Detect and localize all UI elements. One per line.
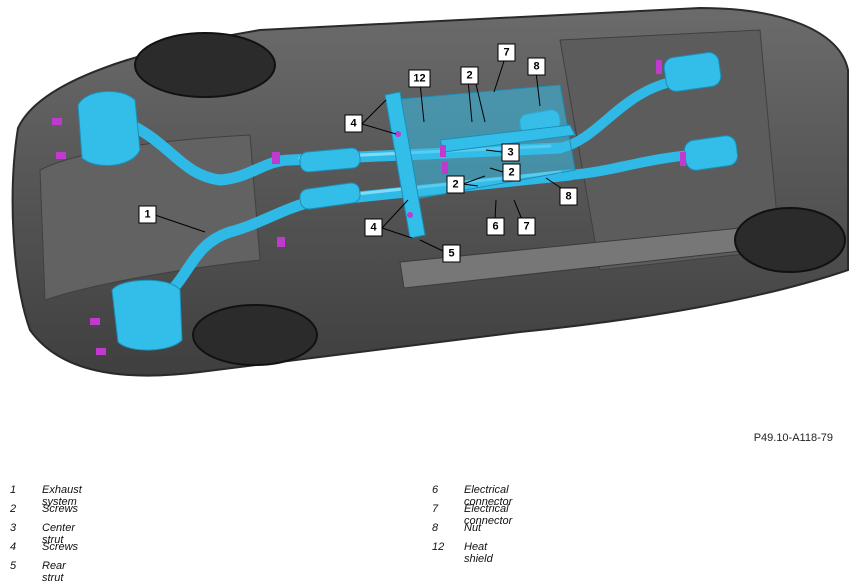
legend-description: Center strut [42,522,76,546]
svg-text:2: 2 [466,70,472,82]
center-muffler-upper [299,147,361,173]
legend-number: 5 [10,560,17,572]
callout-3: 3 [501,143,520,162]
svg-text:4: 4 [370,222,377,234]
callout-2b: 2 [446,175,465,194]
catalytic-converter-upper [663,52,722,92]
legend-description: Rear strut [42,560,66,584]
exhaust-system [77,52,739,351]
svg-text:6: 6 [492,221,498,233]
callout-8a: 8 [527,57,546,76]
callout-7a: 7 [497,43,516,62]
underbody-illustration: 1 2 2 2 3 4 4 5 6 7 7 8 8 12 [11,6,849,377]
legend-number: 7 [432,503,439,515]
leader-lines [154,57,568,253]
clamp-center-2 [442,162,448,174]
svg-text:2: 2 [452,179,458,191]
svg-text:1: 1 [144,209,150,221]
wheel-rear-left [134,32,276,98]
rear-muffler-left [77,90,141,167]
callout-7b: 7 [517,217,536,236]
svg-text:7: 7 [503,47,509,59]
screw-upper [395,131,401,137]
svg-text:12: 12 [413,73,425,85]
legend-description: Electrical connector [464,503,513,527]
legend-number: 2 [10,503,17,515]
exhaust-underbody-diagram: 1 2 2 2 3 4 4 5 6 7 7 8 8 12 [11,6,849,377]
svg-text:4: 4 [350,118,357,130]
callout-1: 1 [138,205,157,224]
legend-description: Heat shield [464,541,493,565]
callout-2a: 2 [460,66,479,85]
callout-4a: 4 [344,114,363,133]
callout-8b: 8 [559,187,578,206]
legend-number: 6 [432,484,439,496]
clamp-front-lower [680,152,686,166]
wheel-front-right [734,207,846,273]
svg-text:3: 3 [507,147,513,159]
callout-12: 12 [408,69,431,88]
svg-text:5: 5 [448,248,454,260]
svg-text:8: 8 [565,191,571,203]
rear-strut [384,91,426,239]
legend-number: 1 [10,484,17,496]
clamp-rear-left-upper [52,118,62,125]
legend-number: 3 [10,522,17,534]
rear-muffler-right [111,279,183,351]
figure-code: P49.10-A118-79 [753,432,833,444]
callout-5: 5 [442,244,461,263]
wheel-rear-right [192,304,318,366]
callout-2c: 2 [502,163,521,182]
clamp-rear-left-lower [56,152,66,159]
screw-lower [407,212,413,218]
legend-description: Electrical connector [464,484,513,508]
callout-6: 6 [486,217,505,236]
clamp-rear-right-lower [96,348,106,355]
legend-description: Nut [464,522,482,534]
legend-description: Screws [42,541,79,553]
center-muffler-lower [299,182,361,210]
legend-description: Exhaust system [42,484,82,508]
legend-number: 12 [432,541,445,553]
legend-number: 8 [432,522,439,534]
svg-text:7: 7 [523,221,529,233]
clamp-left-hanger [272,152,280,164]
callout-4b: 4 [364,218,383,237]
clamp-front-upper [656,60,662,74]
fasteners [52,60,686,355]
legend-number: 4 [10,541,17,553]
clamp-right-hanger [277,237,285,247]
svg-text:8: 8 [533,61,539,73]
svg-text:2: 2 [508,167,514,179]
clamp-rear-right-upper [90,318,100,325]
legend-description: Screws [42,503,79,515]
clamp-center-1 [440,145,446,157]
